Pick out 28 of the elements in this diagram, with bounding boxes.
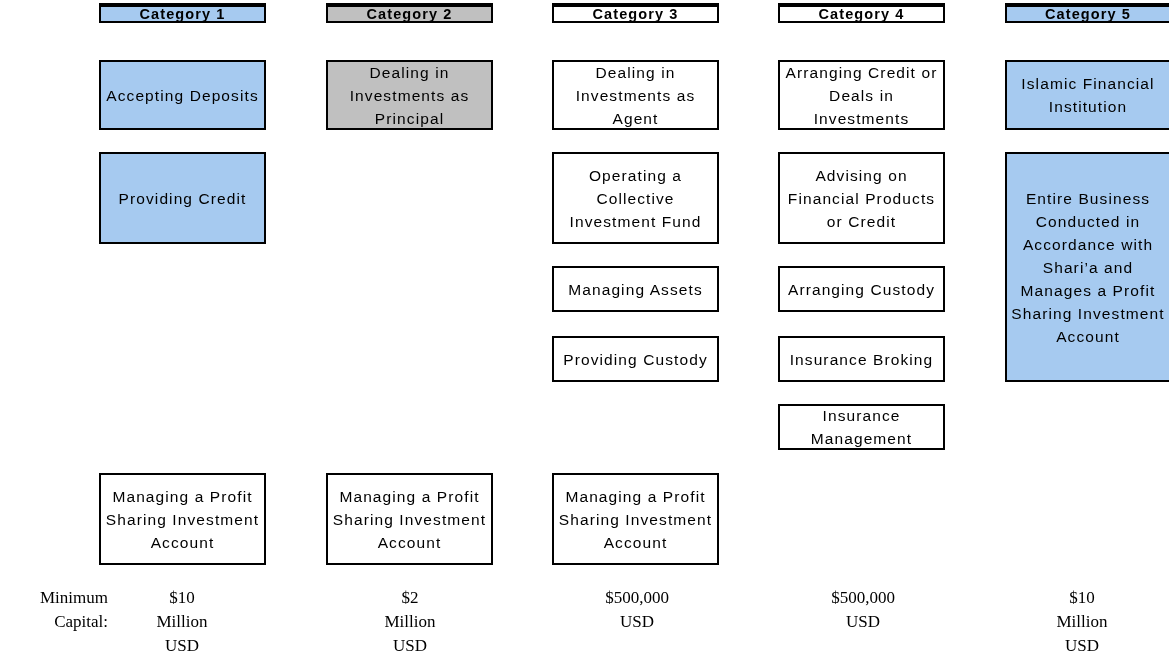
category-header: Category 4: [778, 3, 945, 23]
activity-box: Entire Business Conducted in Accordance with Shari’a and Manages a Profit Sharing Investment Account: [1005, 152, 1169, 382]
activity-box: Providing Credit: [99, 152, 266, 244]
capital-amount: $500,000 USD: [604, 587, 670, 633]
category-header: Category 5: [1005, 3, 1169, 23]
activity-box: Providing Custody: [552, 336, 719, 382]
category-header: Category 3: [552, 3, 719, 23]
activity-box: Arranging Custody: [778, 266, 945, 312]
category-header: Category 2: [326, 3, 493, 23]
activity-box: Managing Assets: [552, 266, 719, 312]
activity-box: Dealing in Investments as Agent: [552, 60, 719, 130]
capital-amount: $2 Million USD: [383, 587, 437, 657]
activity-box: Insurance Management: [778, 404, 945, 450]
activity-box: Operating a Collective Investment Fund: [552, 152, 719, 244]
capital-amount: $500,000 USD: [830, 587, 896, 633]
activity-box: Dealing in Investments as Principal: [326, 60, 493, 130]
activity-box: Managing a Profit Sharing Investment Account: [552, 473, 719, 565]
capital-amount: $10 Million USD: [155, 587, 209, 657]
activity-box: Managing a Profit Sharing Investment Account: [326, 473, 493, 565]
capital-amount: $10 Million USD: [1055, 587, 1109, 657]
category-header: Category 1: [99, 3, 266, 23]
activity-box: Managing a Profit Sharing Investment Account: [99, 473, 266, 565]
row-label: Minimum Capital:: [39, 587, 108, 633]
activity-box: Islamic Financial Institution: [1005, 60, 1169, 130]
activity-box: Accepting Deposits: [99, 60, 266, 130]
activity-box: Insurance Broking: [778, 336, 945, 382]
activity-box: Advising on Financial Products or Credit: [778, 152, 945, 244]
activity-box: Arranging Credit or Deals in Investments: [778, 60, 945, 130]
